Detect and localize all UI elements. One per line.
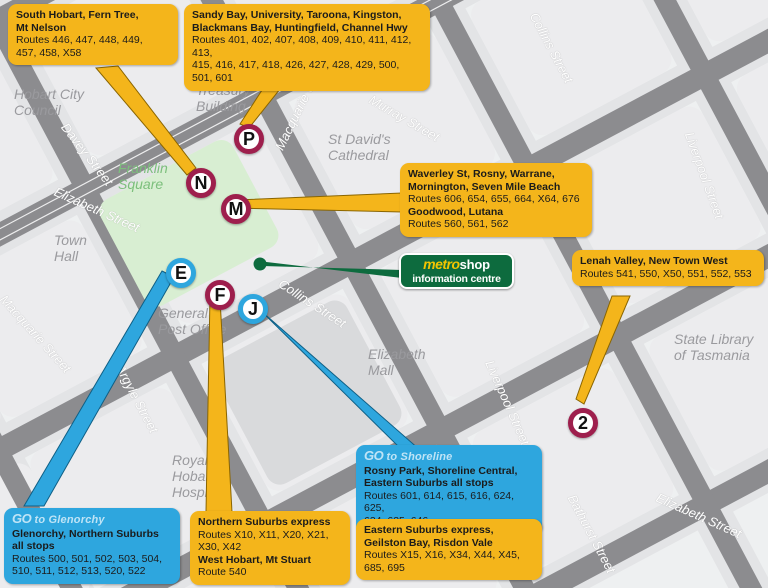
go-icon: GO — [364, 448, 384, 463]
callout-south-hobart[interactable]: South Hobart, Fern Tree, Mt Nelson Route… — [8, 4, 178, 66]
callout-routes: Routes X15, X16, X34, X44, X45, 685, 695 — [364, 549, 520, 574]
leader-glenorchy — [23, 270, 175, 507]
callout-heading: Waverley St, Rosny, Warrane, Mornington,… — [408, 168, 561, 193]
callout-waverley-goodwood[interactable]: Waverley St, Rosny, Warrane, Mornington,… — [400, 163, 592, 237]
callout-routes: Routes 606, 654, 655, 664, X64, 676 — [408, 193, 580, 206]
go-to-glenorchy-label: GO to Glenorchy — [12, 511, 172, 527]
leader-waverley — [231, 192, 403, 213]
stop-marker-e[interactable]: E — [166, 258, 196, 288]
callout-routes: Routes 446, 447, 448, 449, 457, 458, X58 — [16, 34, 143, 59]
leader-sandy-bay — [239, 83, 286, 129]
metro-shop-logo-line: metroshop — [401, 257, 512, 273]
callout-shoreline[interactable]: GO to Shoreline Rosny Park, Shoreline Ce… — [356, 445, 542, 534]
callout-routes-2: Route 540 — [198, 566, 247, 579]
callout-routes: Routes X10, X11, X20, X21, X30, X42 — [198, 528, 329, 554]
go-to-shoreline-label: GO to Shoreline — [364, 448, 534, 464]
stop-marker-2[interactable]: 2 — [568, 408, 598, 438]
callout-heading-2: West Hobart, Mt Stuart — [198, 553, 311, 566]
callout-heading: Northern Suburbs express — [198, 516, 331, 528]
callout-routes: Routes 401, 402, 407, 408, 409, 410, 411… — [192, 34, 412, 84]
callout-glenorchy[interactable]: GO to Glenorchy Glenorchy, Northern Subu… — [4, 508, 180, 584]
leader-northern-express — [205, 295, 233, 513]
callout-heading-2: Goodwood, Lutana — [408, 205, 504, 218]
callout-routes: Routes 541, 550, X50, 551, 552, 553 — [580, 267, 752, 280]
callout-heading: South Hobart, Fern Tree, Mt Nelson — [16, 9, 139, 34]
callout-heading: Sandy Bay, University, Taroona, Kingston… — [192, 9, 408, 34]
callout-eastern-suburbs-express[interactable]: Eastern Suburbs express, Geilston Bay, R… — [356, 519, 542, 581]
callout-heading: Rosny Park, Shoreline Central, Eastern S… — [364, 464, 518, 490]
callout-routes-2: Routes 560, 561, 562 — [408, 218, 509, 231]
callout-northern-suburbs-express[interactable]: Northern Suburbs express Routes X10, X11… — [190, 511, 350, 585]
metro-shop-location-dot — [253, 257, 267, 271]
stop-marker-n[interactable]: N — [186, 168, 216, 198]
stop-marker-f[interactable]: F — [205, 280, 235, 310]
callout-routes: Routes 500, 501, 502, 503, 504, 510, 511… — [12, 552, 163, 578]
metro-shop-word: shop — [459, 257, 490, 272]
callout-sandy-bay[interactable]: Sandy Bay, University, Taroona, Kingston… — [184, 4, 430, 91]
stop-marker-j[interactable]: J — [238, 294, 268, 324]
callout-heading: Glenorchy, Northern Suburbs all stops — [12, 527, 159, 553]
metro-shop-subtitle: information centre — [412, 273, 501, 285]
metro-brand-text: metro — [423, 256, 460, 272]
leader-shoreline — [249, 299, 422, 453]
leader-lenah-valley — [575, 295, 631, 405]
go-destination: to Glenorchy — [34, 514, 105, 526]
stop-marker-p[interactable]: P — [234, 124, 264, 154]
go-destination: to Shoreline — [386, 451, 453, 463]
leader-metro-shop — [258, 261, 402, 278]
metro-shop-information-centre[interactable]: metroshop information centre — [399, 253, 514, 289]
stop-marker-m[interactable]: M — [221, 194, 251, 224]
callout-heading: Lenah Valley, New Town West — [580, 255, 728, 267]
callout-lenah-valley[interactable]: Lenah Valley, New Town West Routes 541, … — [572, 250, 764, 287]
callout-heading: Eastern Suburbs express, Geilston Bay, R… — [364, 524, 494, 549]
go-icon: GO — [12, 511, 32, 526]
leader-south-hobart — [94, 65, 197, 176]
